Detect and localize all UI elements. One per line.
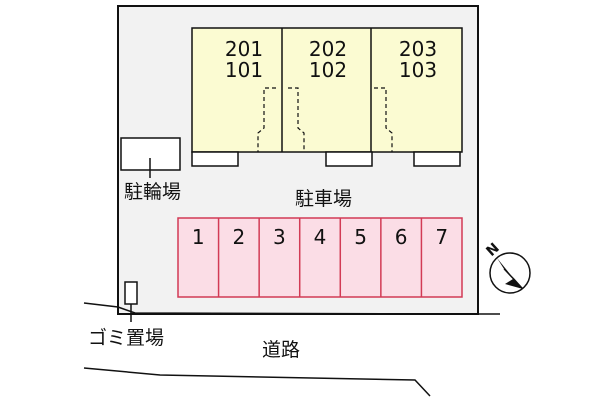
bicycle-parking-label: 駐輪場 [124, 181, 181, 203]
parking-area [177, 217, 463, 298]
parking-space-number: 4 [314, 225, 327, 249]
entrance-outline [374, 87, 393, 152]
parking-lot-label: 駐車場 [295, 188, 352, 210]
parking-space-number: 6 [395, 225, 408, 249]
bicycle-parking: 駐輪場 [120, 137, 181, 203]
unit-label-lower: 102 [309, 58, 347, 82]
parking-space-number: 1 [192, 225, 205, 249]
garbage-box [124, 281, 138, 305]
road-label: 道路 [262, 339, 300, 361]
building-outline [191, 27, 463, 153]
unit-label-upper: 202 [309, 37, 347, 61]
parking-space-number: 7 [435, 225, 448, 249]
step-box [325, 151, 373, 167]
road-edge-lower [83, 367, 431, 397]
entrance-outline [257, 87, 276, 152]
road-edge-upper [83, 302, 500, 315]
parking-space-number: 3 [273, 225, 286, 249]
compass-needle-south [503, 268, 524, 290]
compass-needle-south-fill [505, 279, 523, 289]
garbage-area: ゴミ置場 [88, 281, 164, 349]
parking-spaces: 1 2 3 4 5 6 7 [177, 217, 463, 298]
unit-label-upper: 201 [225, 37, 263, 61]
entrance-outline [288, 87, 305, 152]
building: 201 101 202 102 203 103 [191, 27, 463, 167]
compass-icon: N [483, 240, 531, 294]
step-box [413, 151, 461, 167]
parking-space-number: 5 [354, 225, 367, 249]
compass-needle-north [497, 258, 514, 279]
unit-label-lower: 103 [399, 58, 437, 82]
garbage-area-label: ゴミ置場 [88, 327, 164, 349]
compass-circle [489, 252, 531, 294]
unit-label-upper: 203 [399, 37, 437, 61]
step-box [191, 151, 239, 167]
unit-label-lower: 101 [225, 58, 263, 82]
parking-space-number: 2 [232, 225, 245, 249]
